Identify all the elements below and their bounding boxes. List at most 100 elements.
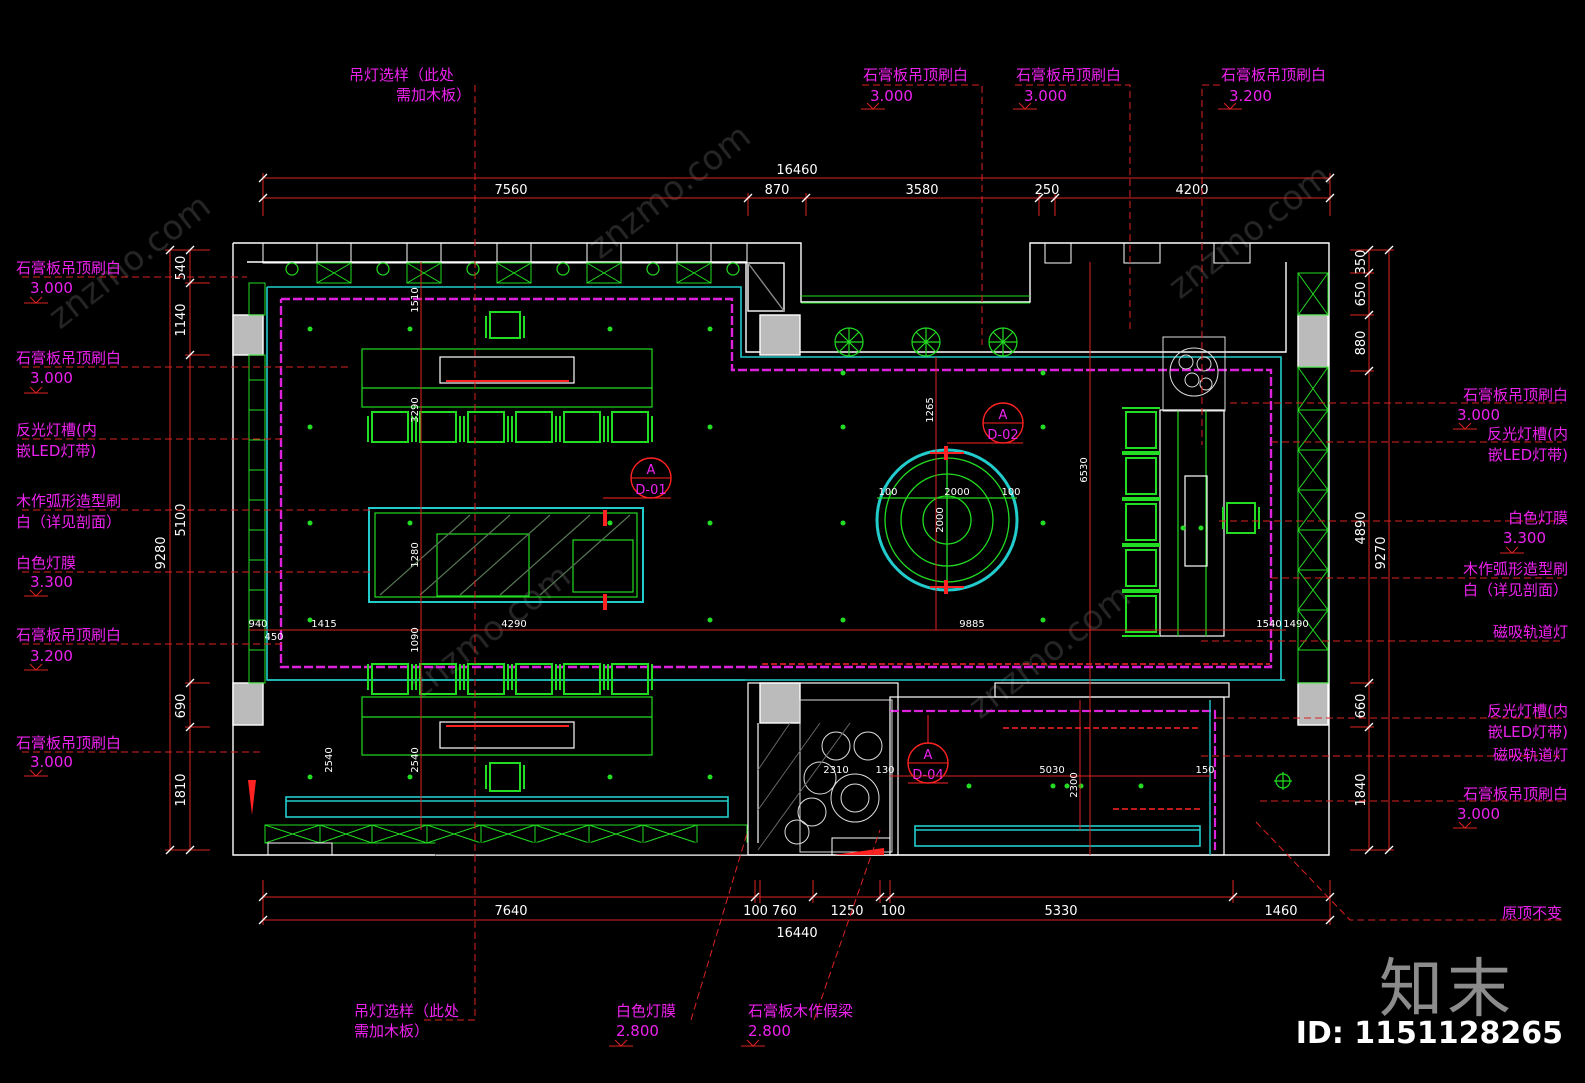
label-left-line2: 3.300 — [30, 573, 73, 591]
dim-right-seg: 650 — [1354, 282, 1369, 307]
section-letter: A — [999, 408, 1008, 423]
dim-bottom-seg: 100 760 — [743, 904, 797, 919]
magenta-led-strip-room — [890, 709, 1217, 850]
right-window-ladder — [1297, 272, 1329, 684]
label-left-line2: 白（详见剖面） — [16, 513, 121, 531]
label-left-line1: 石膏板吊顶刷白 — [16, 259, 121, 277]
label-left-line1: 石膏板吊顶刷白 — [16, 349, 121, 367]
chairs-right — [1122, 407, 1160, 637]
downlights — [307, 326, 1204, 789]
label-gypsum-level: 3.000 — [1024, 87, 1067, 105]
long-table-top — [361, 348, 653, 408]
bottom-window-strip — [264, 824, 748, 844]
dimension-ticks — [165, 173, 1394, 925]
dim-inner: 1490 — [1283, 619, 1308, 630]
label-right-line2: 嵌LED灯带) — [1488, 446, 1568, 464]
top-window-glass — [316, 262, 1030, 304]
dim-inner: 940 — [248, 619, 267, 630]
label-gypsum-line1: 石膏板吊顶刷白 — [1016, 66, 1121, 84]
dim-left-seg: 1810 — [174, 773, 189, 806]
watermark-id: ID: 1151128265 — [1295, 1016, 1563, 1051]
label-right-line2: 3.000 — [1457, 406, 1500, 424]
label-left-line1: 木作弧形造型刷 — [16, 492, 121, 510]
label-right-line1: 石膏板吊顶刷白 — [1463, 386, 1568, 404]
label-gypsum-line1: 石膏板吊顶刷白 — [1221, 66, 1326, 84]
dim-inner: 2540 — [410, 747, 421, 772]
labels-right: 石膏板吊顶刷白 3.000 反光灯槽(内 嵌LED灯带) 白色灯膜 3.300 … — [1457, 386, 1568, 922]
label-gypsum-level: 3.000 — [870, 87, 913, 105]
label-right-line1: 反光灯槽(内 — [1487, 702, 1568, 720]
outer-walls — [232, 242, 1330, 856]
dim-bottom-total: 16440 — [776, 926, 817, 941]
dim-inner: 1090 — [410, 627, 421, 652]
chairs-bottom — [367, 663, 653, 792]
dim-right-seg: 350 — [1354, 250, 1369, 275]
label-bottom-line1: 石膏板木作假梁 — [748, 1002, 853, 1020]
dim-top-seg: 250 — [1035, 183, 1060, 198]
label-right-line1: 磁吸轨道灯 — [1493, 623, 1568, 641]
label-left-line2: 3.000 — [30, 279, 73, 297]
label-left-line1: 石膏板吊顶刷白 — [16, 626, 121, 644]
section-code: D-01 — [635, 483, 666, 498]
label-right-line1: 反光灯槽(内 — [1487, 425, 1568, 443]
chairs-top — [367, 311, 653, 443]
label-right-line2: 嵌LED灯带) — [1488, 723, 1568, 741]
dim-left-seg: 540 — [174, 256, 189, 281]
red-section-ticks — [603, 446, 948, 610]
pendant-lights — [834, 327, 1018, 357]
label-bottom-line1: 吊灯选样（此处 — [354, 1002, 459, 1020]
track-lights — [762, 663, 1270, 810]
section-callout-d01: A D-01 — [603, 457, 672, 499]
label-bottom-line1: 白色灯膜 — [616, 1002, 676, 1020]
dim-inner: 100 — [878, 487, 897, 498]
label-right-line2: 3.000 — [1457, 805, 1500, 823]
dim-bottom-seg: 5330 — [1044, 904, 1077, 919]
label-bottom-line2: 2.800 — [748, 1022, 791, 1040]
dim-right-seg: 880 — [1354, 331, 1369, 356]
dim-top-seg: 870 — [765, 183, 790, 198]
label-left-line1: 反光灯槽(内 — [16, 421, 97, 439]
dim-left-total: 9280 — [154, 536, 169, 569]
dim-inner: 9885 — [959, 619, 984, 630]
dim-inner: 1415 — [311, 619, 336, 630]
labels-left: 石膏板吊顶刷白 3.000 石膏板吊顶刷白 3.000 反光灯槽(内 嵌LED灯… — [16, 259, 121, 771]
room-bench — [914, 825, 1201, 847]
label-chandelier-line1: 吊灯选样（此处 — [349, 66, 454, 84]
watermark-logo: 知末 — [1379, 953, 1515, 1027]
round-table — [875, 448, 1019, 592]
dim-bottom-seg: 1460 — [1264, 904, 1297, 919]
label-right-line1: 磁吸轨道灯 — [1493, 746, 1568, 764]
section-code: D-02 — [987, 428, 1018, 443]
label-right-line1: 石膏板吊顶刷白 — [1463, 785, 1568, 803]
wall-lamps-top — [285, 262, 1292, 790]
dim-inner: 2540 — [324, 747, 335, 772]
label-left-line2: 3.200 — [30, 647, 73, 665]
dim-inner: 1280 — [410, 542, 421, 567]
section-letter: A — [647, 463, 656, 478]
red-triangle-marker — [248, 780, 256, 815]
right-long-table — [1159, 409, 1260, 637]
labels-bottom: 吊灯选样（此处 需加木板） 白色灯膜 2.800 石膏板木作假梁 2.800 — [354, 1002, 853, 1040]
dim-right-seg: 660 — [1354, 694, 1369, 719]
dim-bottom-seg: 7640 — [494, 904, 527, 919]
dim-left-seg: 690 — [174, 694, 189, 719]
dim-inner: 2310 — [823, 765, 848, 776]
dim-inner: 1540 — [1256, 619, 1281, 630]
dim-inner: 3290 — [410, 397, 421, 422]
dimension-lines — [165, 173, 1394, 925]
stair-circles-room — [757, 699, 893, 856]
dim-bottom-seg: 1250 — [830, 904, 863, 919]
label-left-line2: 3.000 — [30, 753, 73, 771]
label-right-line2: 3.300 — [1503, 529, 1546, 547]
plant-decoration — [1162, 336, 1226, 412]
label-gypsum-level: 3.200 — [1229, 87, 1272, 105]
label-right-line1: 木作弧形造型刷 — [1463, 560, 1568, 578]
dim-inner: 450 — [264, 632, 283, 643]
dim-inner: 2300 — [1069, 772, 1080, 797]
bottom-bench — [285, 796, 729, 818]
level-markers — [24, 102, 1524, 1047]
label-chandelier-line2: 需加木板） — [396, 86, 471, 104]
dim-top-seg: 7560 — [494, 183, 527, 198]
dim-inner: 2000 — [944, 487, 969, 498]
dim-bottom-seg: 100 — [881, 904, 906, 919]
